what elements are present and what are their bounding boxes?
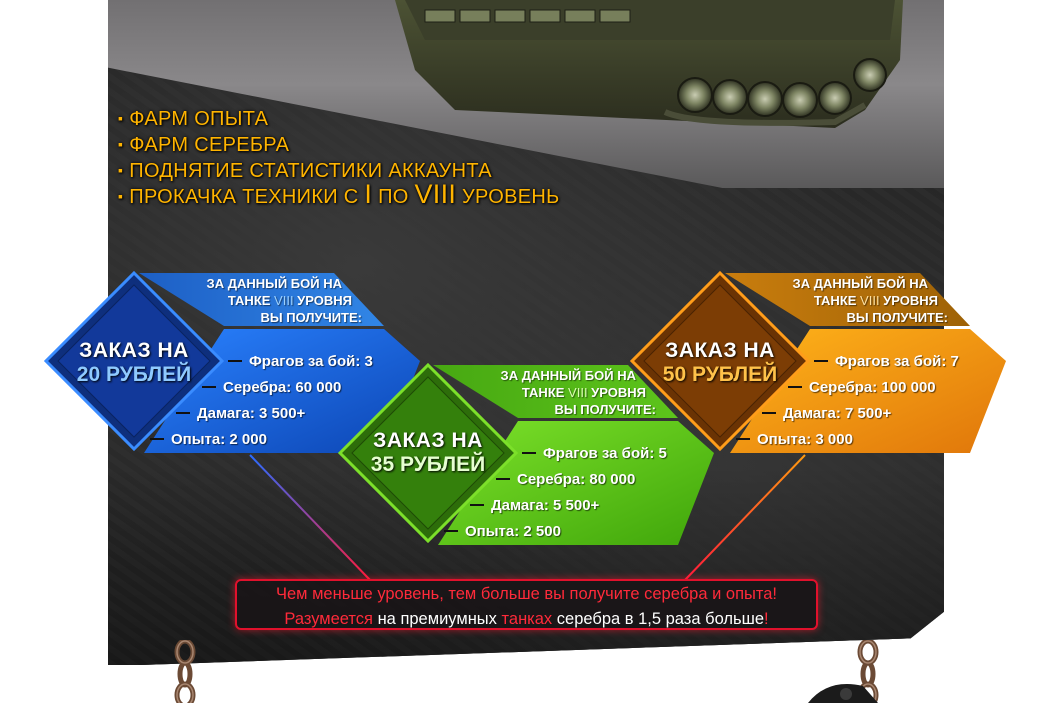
feature-item: ▪ФАРМ ОПЫТА <box>118 108 269 130</box>
stat-damage: Дамага: 5 500+ <box>470 497 599 515</box>
tank-track-icon <box>808 684 878 703</box>
stat-damage: Дамага: 3 500+ <box>176 405 305 423</box>
stat-xp: Опыта: 2 000 <box>150 431 267 449</box>
stat-silver: Серебра: 60 000 <box>202 379 341 397</box>
feature-item: ▪ПОДНЯТИЕ СТАТИСТИКИ АККАУНТА <box>118 160 492 182</box>
tank-illustration <box>395 0 903 128</box>
bullet-icon: ▪ <box>118 110 124 126</box>
price-badge: ЗАКАЗ НА 20 РУБЛЕЙ <box>76 339 192 386</box>
bullet-icon: ▪ <box>118 136 124 152</box>
info-note: Чем меньше уровень, тем больше вы получи… <box>235 579 818 630</box>
bullet-icon: ▪ <box>118 188 124 204</box>
features-list: ▪ФАРМ ОПЫТА ▪ФАРМ СЕРЕБРА ▪ПОДНЯТИЕ СТАТ… <box>118 106 560 210</box>
chain-icon <box>174 640 196 703</box>
offer-shape <box>43 270 420 453</box>
bullet-icon: ▪ <box>118 162 124 178</box>
stat-frags: Фрагов за бой: 7 <box>814 353 959 371</box>
stat-frags: Фрагов за бой: 3 <box>228 353 373 371</box>
feature-item: ▪ФАРМ СЕРЕБРА <box>118 134 290 156</box>
offer-50: ЗА ДАННЫЙ БОЙ НА ТАНКЕ VIII УРОВНЯ ВЫ ПО… <box>629 270 1010 456</box>
stat-xp: Опыта: 2 500 <box>444 523 561 541</box>
price-badge: ЗАКАЗ НА 35 РУБЛЕЙ <box>370 429 486 476</box>
offer-shape <box>629 270 1006 453</box>
offer-header: ЗА ДАННЫЙ БОЙ НА ТАНКЕ VIII УРОВНЯ ВЫ ПО… <box>206 276 362 325</box>
offer-shape <box>337 362 714 545</box>
price-badge: ЗАКАЗ НА 50 РУБЛЕЙ <box>662 339 778 386</box>
stat-frags: Фрагов за бой: 5 <box>522 445 667 463</box>
feature-item: ▪ПРОКАЧКА ТЕХНИКИ С I ПО VIII УРОВЕНЬ <box>118 179 560 209</box>
stat-xp: Опыта: 3 000 <box>736 431 853 449</box>
stat-damage: Дамага: 7 500+ <box>762 405 891 423</box>
offer-20: ЗА ДАННЫЙ БОЙ НА ТАНКЕ VIII УРОВНЯ ВЫ ПО… <box>43 270 424 456</box>
stat-silver: Серебра: 100 000 <box>788 379 936 397</box>
offer-header: ЗА ДАННЫЙ БОЙ НА ТАНКЕ VIII УРОВНЯ ВЫ ПО… <box>500 368 656 417</box>
offer-35: ЗА ДАННЫЙ БОЙ НА ТАНКЕ VIII УРОВНЯ ВЫ ПО… <box>337 362 718 548</box>
stat-silver: Серебра: 80 000 <box>496 471 635 489</box>
offer-header: ЗА ДАННЫЙ БОЙ НА ТАНКЕ VIII УРОВНЯ ВЫ ПО… <box>792 276 948 325</box>
